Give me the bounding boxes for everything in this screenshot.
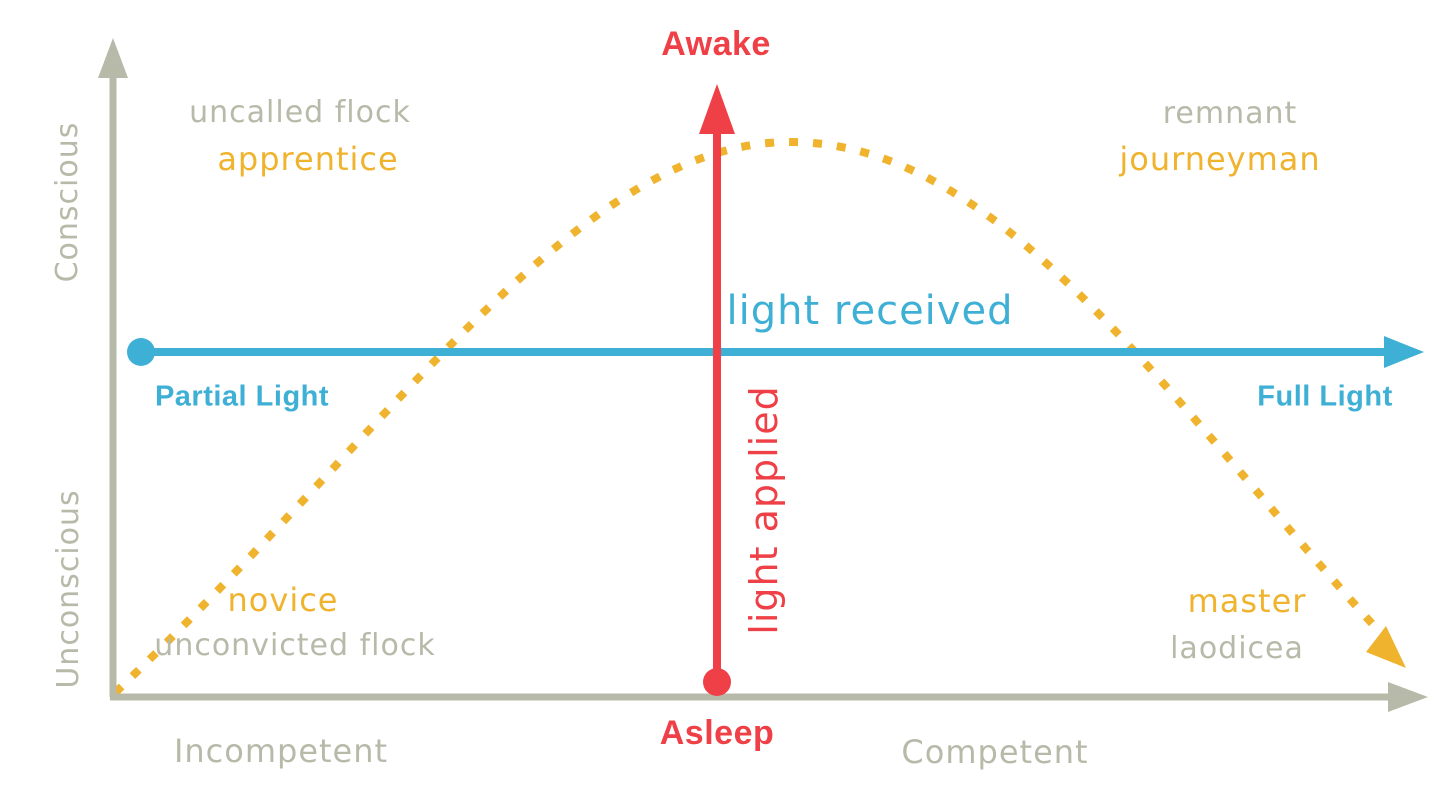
y-axis-top-label: Conscious (50, 121, 85, 283)
quadrant-bottom-left-line1: novice (227, 581, 339, 619)
x-axis-right-label: Competent (901, 733, 1089, 771)
quadrant-top-left-line1: uncalled flock (189, 95, 411, 130)
quadrant-bottom-right-line2: laodicea (1170, 631, 1304, 666)
light-applied-start-dot (703, 668, 731, 696)
asleep-label: Asleep (659, 714, 775, 752)
light-applied-label: light applied (742, 385, 786, 635)
quadrant-bottom-left-line2: unconvicted flock (154, 628, 436, 663)
x-axis-arrowhead-icon (1388, 682, 1428, 712)
light-applied-arrowhead-icon (699, 84, 735, 134)
light-received-label: light received (726, 288, 1014, 334)
awake-label: Awake (661, 25, 771, 63)
quadrant-bottom-right-line1: master (1187, 582, 1307, 620)
partial-light-label: Partial Light (154, 380, 330, 413)
bell-curve-arrowhead-icon (1366, 626, 1406, 668)
full-light-label: Full Light (1257, 380, 1393, 413)
x-axis-left-label: Incompetent (173, 732, 389, 770)
bell-curve-dotted (112, 137, 1382, 696)
light-received-arrowhead-icon (1384, 336, 1424, 368)
quadrant-top-right-line1: remnant (1162, 96, 1298, 131)
quadrant-top-left-line2: apprentice (217, 140, 399, 178)
light-received-start-dot (127, 338, 155, 366)
y-axis-arrowhead-icon (98, 38, 128, 78)
quadrant-top-right-line2: journeyman (1119, 140, 1321, 178)
y-axis-bottom-label: Unconscious (51, 489, 86, 689)
